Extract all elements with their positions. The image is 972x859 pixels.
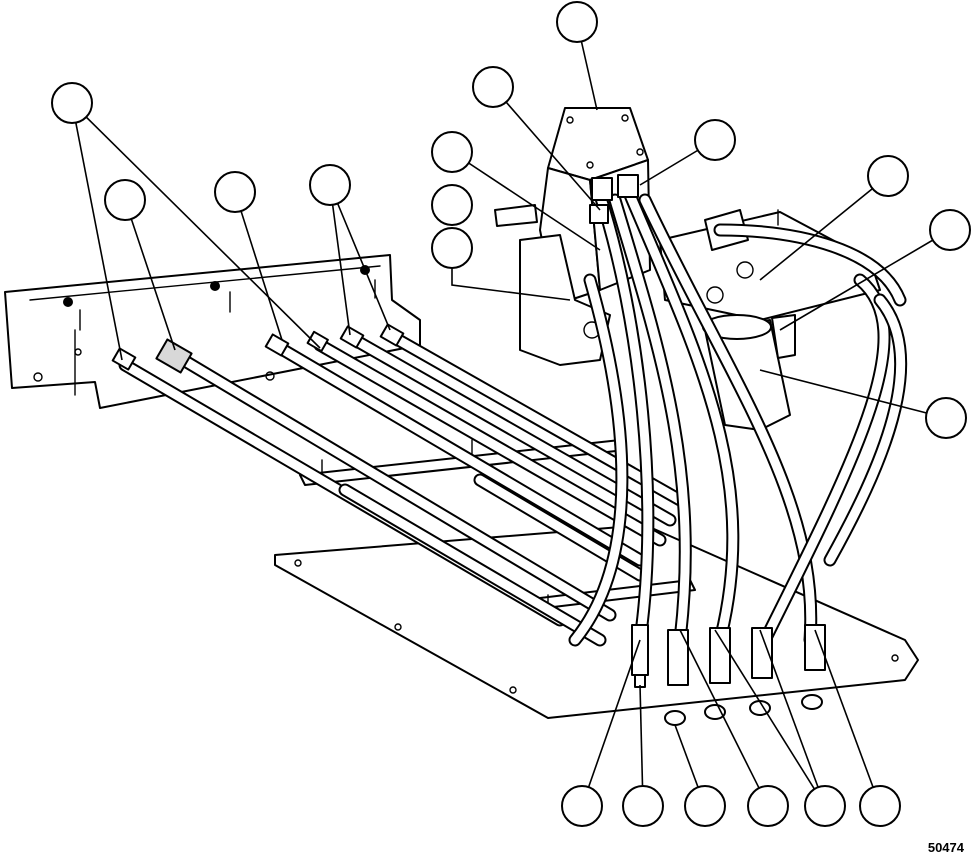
valve-fittings — [589, 174, 639, 224]
callout-circle — [694, 119, 736, 161]
callout-circle — [867, 155, 909, 197]
callout-circle — [684, 785, 726, 827]
callout-circle — [622, 785, 664, 827]
callout-circle — [472, 66, 514, 108]
tube-bundle-left — [118, 331, 687, 647]
left-fittings — [111, 323, 405, 374]
callout-circle — [214, 171, 256, 213]
callout-circle — [859, 785, 901, 827]
callout-circle — [561, 785, 603, 827]
callout-circle — [804, 785, 846, 827]
callout-circle — [431, 227, 473, 269]
callout-circle — [51, 82, 93, 124]
hose-bundle-right — [568, 188, 908, 647]
callout-circles — [51, 1, 971, 827]
callout-circle — [925, 397, 967, 439]
callout-circle — [556, 1, 598, 43]
callout-circle — [309, 164, 351, 206]
callout-circle — [431, 131, 473, 173]
callout-circle — [747, 785, 789, 827]
figure-id-label: 50474 — [927, 840, 964, 855]
callout-circle — [431, 184, 473, 226]
callout-circle — [929, 209, 971, 251]
callout-circle — [104, 179, 146, 221]
